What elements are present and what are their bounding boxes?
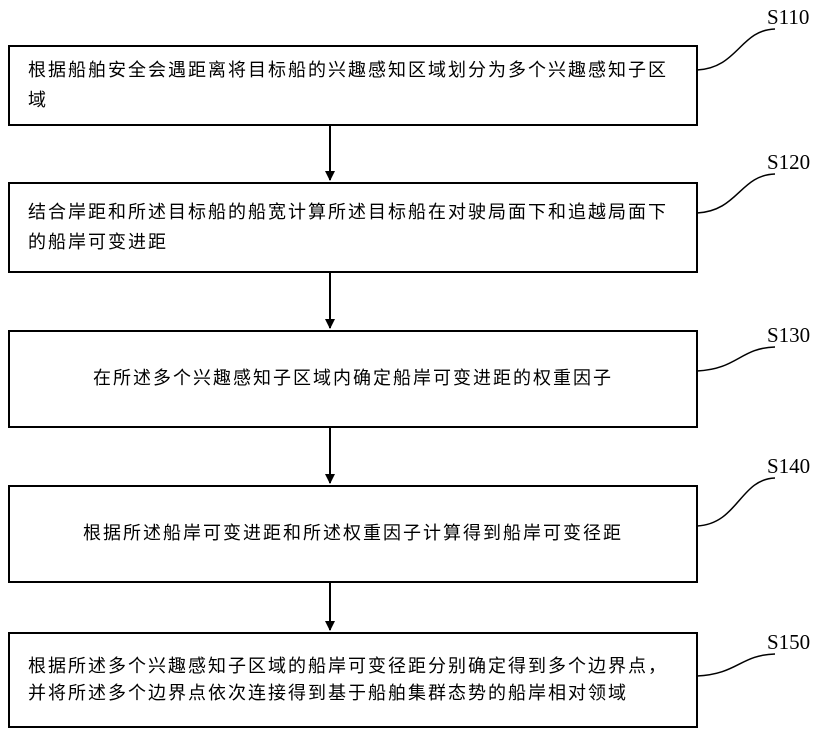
leader-s110 <box>697 29 775 70</box>
step-label-s150: S150 <box>767 630 810 654</box>
step-box-s150: 根据所述多个兴趣感知子区域的船岸可变径距分别确定得到多个边界点，并将所述多个边界… <box>8 632 698 728</box>
leader-s140 <box>697 478 775 526</box>
step-box-s120: 结合岸距和所述目标船的船宽计算所述目标船在对驶局面下和追越局面下的船岸可变进距 <box>8 182 698 273</box>
step-box-s130: 在所述多个兴趣感知子区域内确定船岸可变进距的权重因子 <box>8 330 698 428</box>
step-box-s140: 根据所述船岸可变进距和所述权重因子计算得到船岸可变径距 <box>8 485 698 583</box>
leader-s120 <box>697 174 775 213</box>
step-text: 根据所述船岸可变进距和所述权重因子计算得到船岸可变径距 <box>28 519 678 549</box>
step-text: 根据所述多个兴趣感知子区域的船岸可变径距分别确定得到多个边界点，并将所述多个边界… <box>28 653 678 707</box>
step-box-s110: 根据船舶安全会遇距离将目标船的兴趣感知区域划分为多个兴趣感知子区域 <box>8 45 698 126</box>
step-text: 根据船舶安全会遇距离将目标船的兴趣感知区域划分为多个兴趣感知子区域 <box>28 56 678 116</box>
step-text: 在所述多个兴趣感知子区域内确定船岸可变进距的权重因子 <box>28 364 678 394</box>
step-label-s110: S110 <box>767 5 809 29</box>
step-label-s120: S120 <box>767 150 810 174</box>
step-label-s130: S130 <box>767 323 810 347</box>
leader-s130 <box>697 347 775 371</box>
leader-s150 <box>697 654 775 676</box>
step-text: 结合岸距和所述目标船的船宽计算所述目标船在对驶局面下和追越局面下的船岸可变进距 <box>28 198 678 258</box>
step-label-s140: S140 <box>767 454 810 478</box>
